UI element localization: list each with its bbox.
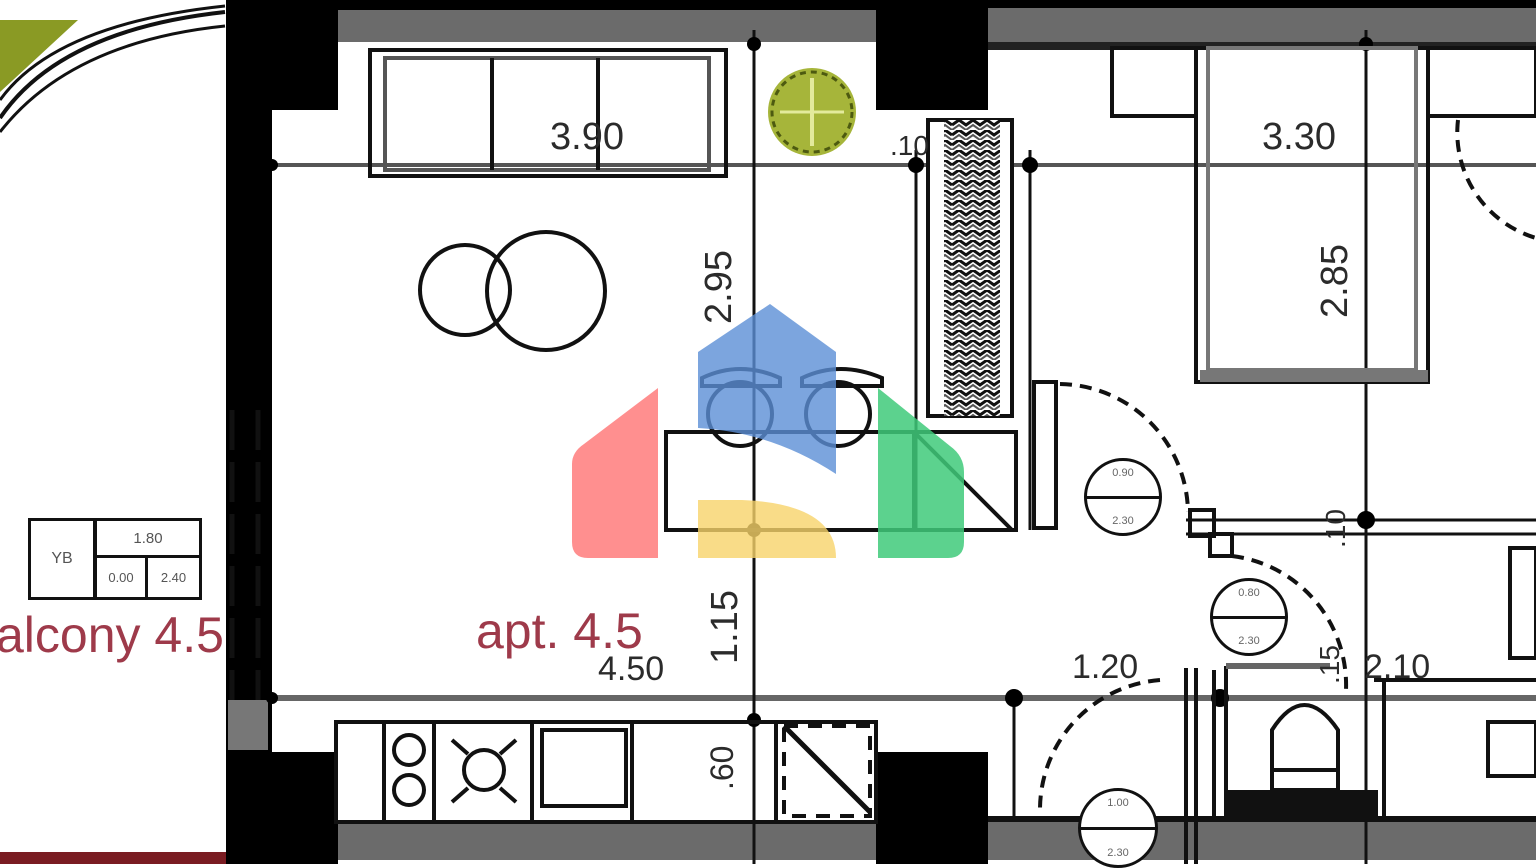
door-tag-divider — [1087, 496, 1159, 499]
balcony-bottom-band — [0, 852, 228, 864]
dimension-wall-gap-mid: .10 — [1320, 509, 1351, 548]
hall-partition — [1032, 380, 1234, 558]
window-height: 2.40 — [160, 570, 187, 585]
balcony-window — [228, 410, 268, 750]
door-width: 1.00 — [1107, 797, 1129, 809]
dimension-lines — [272, 163, 1536, 701]
wardrobe — [368, 48, 728, 178]
coffee-tables — [418, 230, 607, 352]
door-width: 0.90 — [1112, 467, 1134, 479]
window-sill: 0.00 — [97, 558, 148, 597]
dimension-living-width: 3.90 — [550, 116, 624, 158]
dimension-bedroom-height: 2.85 — [1314, 244, 1356, 318]
balcony — [0, 4, 228, 864]
balcony-planter — [0, 20, 78, 92]
balcony-label: alcony 4.5 — [0, 607, 224, 663]
window-tag: YB 1.80 0.00 2.40 — [28, 518, 202, 600]
bed — [1194, 46, 1430, 384]
house-logo-icon — [572, 304, 964, 558]
dimension-wall-gap-top: .10 — [890, 130, 929, 161]
dimension-kitchen-depth: .60 — [704, 745, 740, 790]
shower-drain-icon — [1486, 720, 1536, 778]
kitchen-counter — [334, 720, 878, 824]
door-tag-entrance: 1.00 2.30 — [1078, 788, 1158, 868]
door-swings — [1037, 119, 1536, 811]
plant-icon — [768, 68, 856, 156]
dimension-bedroom-width: 3.30 — [1262, 116, 1336, 158]
radiator — [926, 118, 1014, 418]
door-width: 0.80 — [1238, 587, 1260, 599]
dimension-hall-width: 1.20 — [1072, 648, 1139, 686]
dimension-living-lower-height: 1.15 — [704, 590, 746, 664]
door-height: 2.30 — [1112, 515, 1134, 527]
dimension-bath-width: 2.10 — [1364, 648, 1431, 686]
door-tag-divider — [1081, 827, 1155, 830]
door-tag-divider — [1213, 616, 1285, 619]
dimension-living-bottom-width: 4.50 — [598, 650, 665, 688]
toilet-icon — [1270, 703, 1340, 792]
nightstands — [1110, 46, 1536, 118]
door-height: 2.30 — [1238, 635, 1260, 647]
door-tag-bedroom: 0.90 2.30 — [1084, 458, 1162, 536]
bathroom — [1184, 546, 1536, 864]
door-height: 2.30 — [1107, 847, 1129, 859]
apartment-label: apt. 4.5 — [476, 603, 643, 659]
window-code: YB — [31, 521, 97, 597]
exterior-walls — [226, 0, 1536, 864]
dimension-bath-gap: .15 — [1314, 645, 1345, 684]
window-width: 1.80 — [97, 521, 199, 558]
door-tag-bathroom: 0.80 2.30 — [1210, 578, 1288, 656]
